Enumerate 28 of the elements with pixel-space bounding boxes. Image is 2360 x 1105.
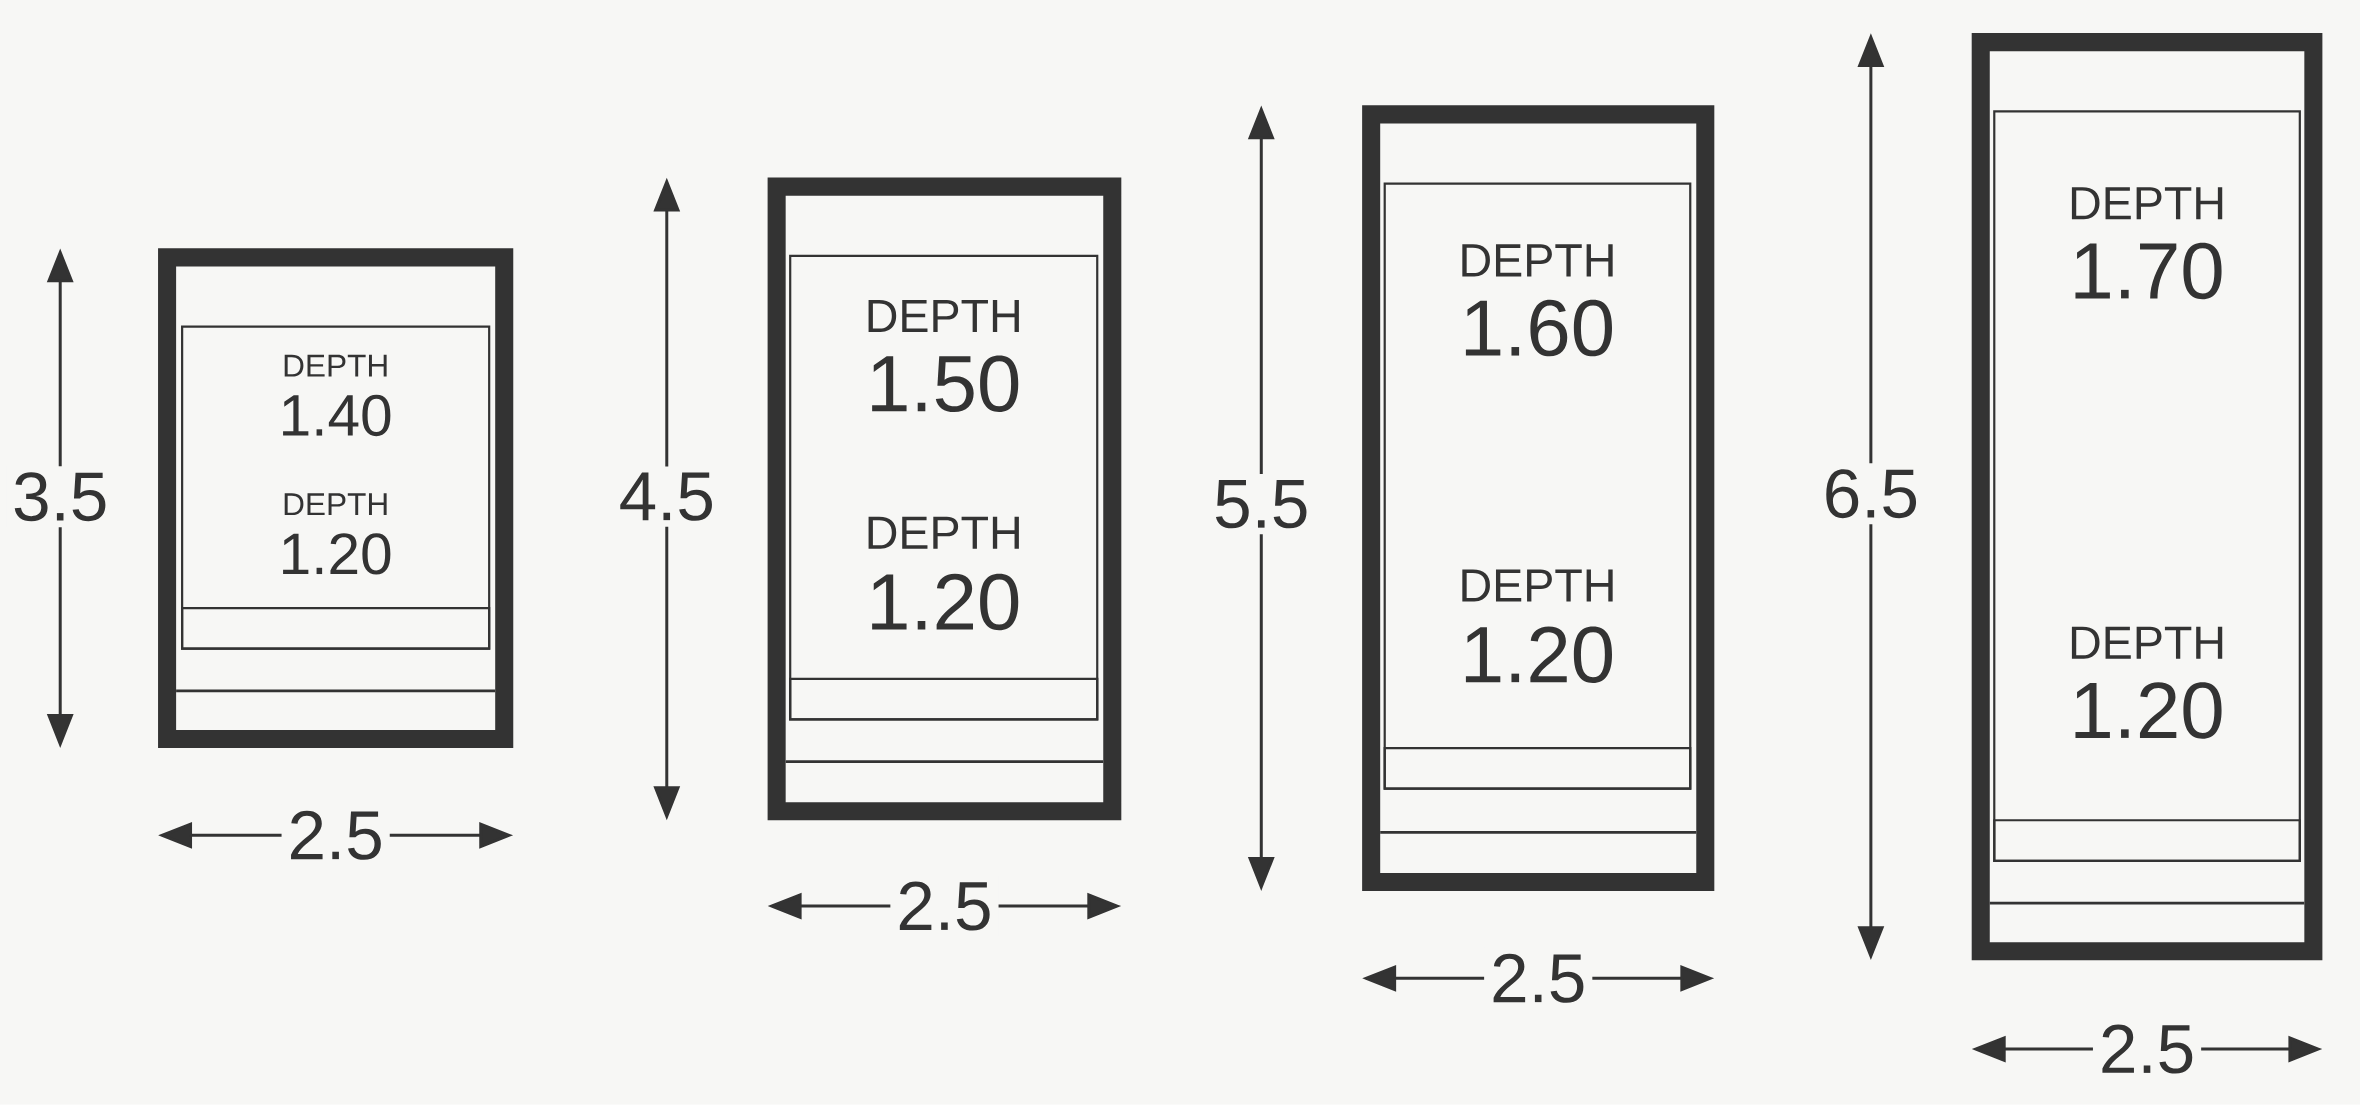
frame-box <box>1362 105 1715 892</box>
depth-label: DEPTH <box>2071 187 2223 220</box>
dimension-label: 6.5 <box>1816 463 1925 525</box>
depth-value: 1.40 <box>283 394 391 437</box>
depth-label: DEPTH <box>868 300 1019 333</box>
depth-value: 1.20 <box>2075 682 2222 739</box>
dimension-label: 2.5 <box>890 875 999 937</box>
depth-value: 1.60 <box>1465 300 1612 357</box>
depth-label: DEPTH <box>868 516 1019 549</box>
depth-label: DEPTH <box>2071 626 2223 659</box>
dimension-label: 5.5 <box>1207 474 1316 535</box>
dimension-label: 3.5 <box>6 466 115 528</box>
depth-label: DEPTH <box>1462 569 1613 602</box>
depth-label: DEPTH <box>284 493 387 516</box>
depth-value: 1.20 <box>872 573 1019 631</box>
dimension-label: 4.5 <box>612 466 721 527</box>
depth-value: 1.20 <box>283 533 391 575</box>
dimension-label: 2.5 <box>1484 947 1593 1009</box>
depth-label: DEPTH <box>284 354 387 377</box>
depth-value: 1.70 <box>2075 242 2222 300</box>
frame-box <box>1971 33 2323 961</box>
dimension-label: 2.5 <box>2092 1018 2202 1080</box>
depth-value: 1.20 <box>1465 626 1612 684</box>
dimension-label: 2.5 <box>281 804 390 866</box>
depth-label: DEPTH <box>1462 244 1613 277</box>
depth-value: 1.50 <box>872 355 1019 413</box>
frame-box <box>158 248 514 749</box>
frame-box <box>767 177 1122 821</box>
